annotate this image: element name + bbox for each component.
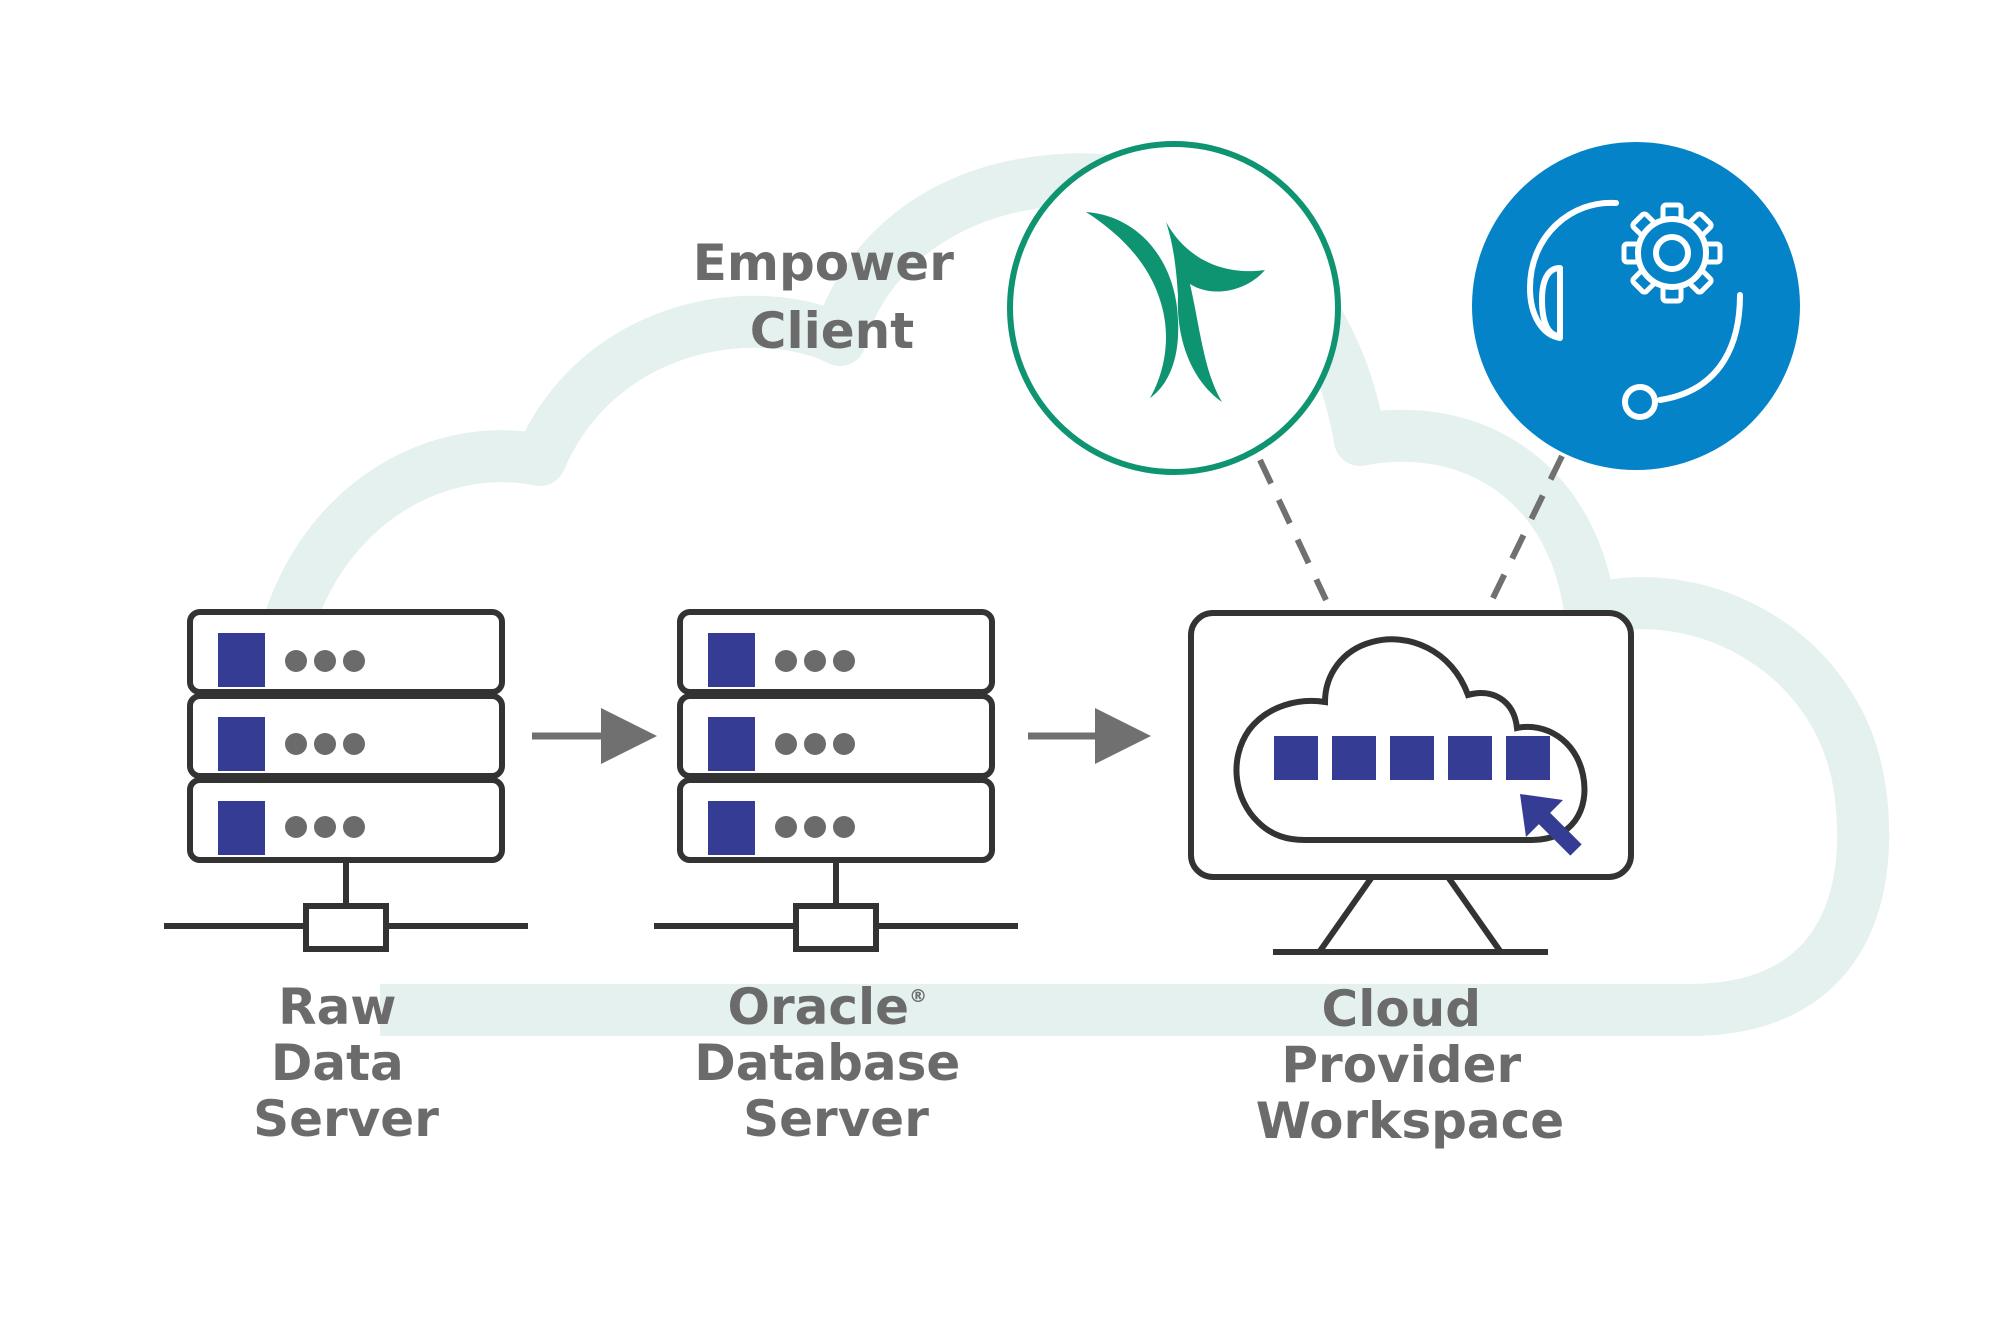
empower-logo-icon	[1007, 141, 1341, 475]
empower-client-label: Empower Client	[693, 234, 972, 360]
oracle-label-line3: Server	[743, 1090, 929, 1148]
oracle-database-server-label: Oracle® Database Server	[694, 956, 978, 1148]
dashed-connector-support	[1489, 454, 1565, 602]
cloud-provider-monitor-icon	[1188, 610, 1634, 955]
cloud-label-line3: Workspace	[1256, 1092, 1564, 1150]
oracle-database-server-icon	[654, 609, 1018, 952]
registered-mark: ®	[909, 986, 927, 1007]
support-headset-gear-icon	[1472, 142, 1800, 470]
oracle-label-line2: Database	[694, 1034, 960, 1092]
dashed-connector-empower	[1257, 458, 1329, 602]
cloud-label-line1: Cloud	[1322, 980, 1482, 1038]
cloud-provider-workspace-label: Cloud Provider Workspace	[1256, 980, 1564, 1150]
cloud-label-line2: Provider	[1281, 1036, 1521, 1094]
oracle-label-line1: Oracle	[727, 978, 909, 1036]
raw-label-line3: Server	[253, 1090, 439, 1148]
cursor-arrow-icon	[1520, 794, 1582, 856]
raw-data-server-label: Raw Data Server	[253, 978, 439, 1148]
raw-data-server-icon	[164, 609, 528, 952]
raw-label-line2: Data	[271, 1034, 404, 1092]
empower-label-line1: Empower	[693, 234, 954, 292]
empower-label-line2: Client	[750, 302, 914, 360]
raw-label-line1: Raw	[278, 978, 396, 1036]
